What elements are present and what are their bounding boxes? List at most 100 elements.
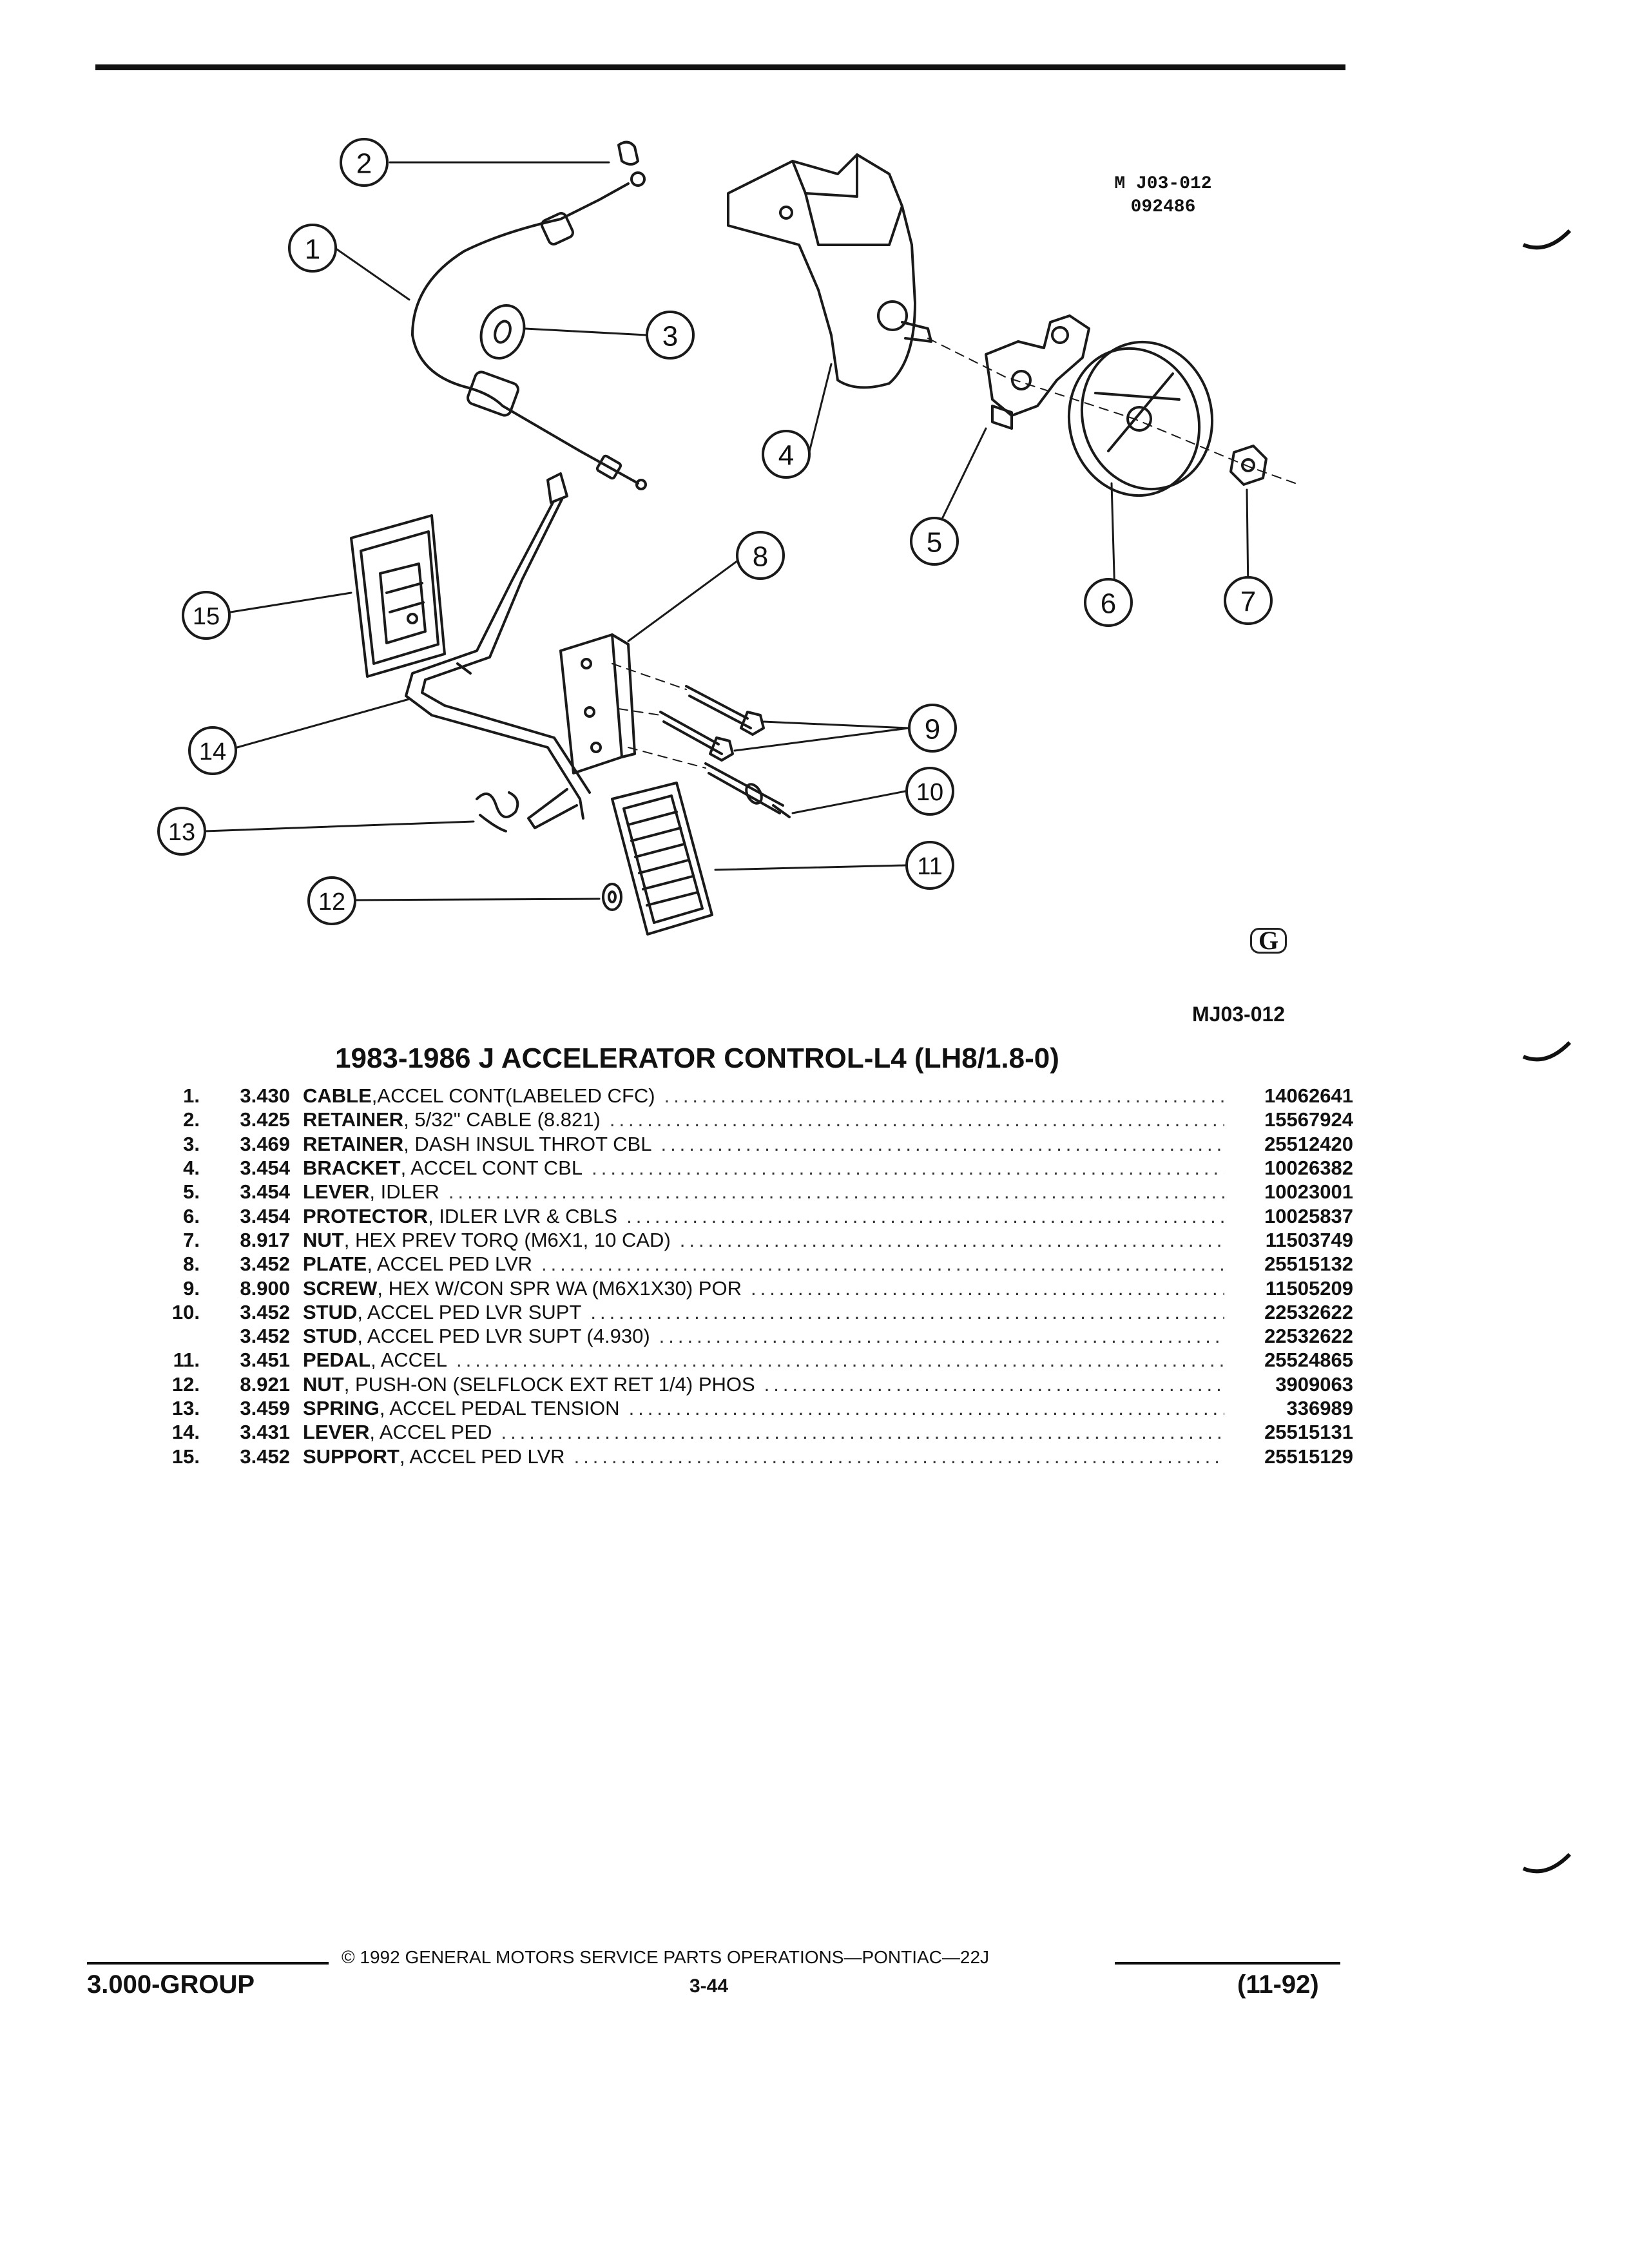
parts-row: 8. 3.452 PLATE , ACCEL PED LVR 25515132 <box>129 1252 1353 1276</box>
part-number: 3909063 <box>1275 1372 1353 1396</box>
dot-leader <box>610 1108 1224 1131</box>
pedal-illustration <box>611 782 713 936</box>
part-description: RETAINER , 5/32" CABLE (8.821) <box>303 1108 1224 1131</box>
part-name: LEVER <box>303 1180 370 1204</box>
part-number: 25524865 <box>1264 1349 1353 1372</box>
plate-illustration <box>559 633 636 774</box>
screws-illustration <box>659 685 765 762</box>
group-number: 8.917 <box>240 1228 290 1251</box>
parts-list-title: 1983-1986 J ACCELERATOR CONTROL-L4 (LH8/… <box>335 1043 1059 1074</box>
washer-illustration <box>479 304 526 360</box>
parts-diagram: 1 2 3 4 5 6 7 8 9 10 11 12 13 14 15 <box>157 138 1296 936</box>
callout-number: 14 <box>199 738 226 765</box>
hex-nut-illustration <box>1229 445 1268 486</box>
binder-mark <box>1522 1041 1572 1062</box>
part-name: PLATE <box>303 1253 367 1276</box>
part-detail: , HEX PREV TORQ (M6X1, 10 CAD) <box>343 1228 671 1251</box>
part-name: LEVER <box>303 1421 370 1444</box>
footer-copyright: © 1992 GENERAL MOTORS SERVICE PARTS OPER… <box>342 1947 990 1967</box>
part-description: BRACKET , ACCEL CONT CBL <box>303 1156 1224 1180</box>
gm-logo: G <box>1250 928 1287 954</box>
item-number: 12. <box>171 1372 200 1396</box>
part-number: 15567924 <box>1264 1108 1353 1131</box>
part-detail: , 5/32" CABLE (8.821) <box>403 1108 601 1131</box>
item-number: 6. <box>183 1204 200 1227</box>
part-number: 22532622 <box>1264 1325 1353 1348</box>
group-number: 8.921 <box>240 1372 290 1396</box>
group-number: 3.452 <box>240 1445 290 1468</box>
group-number: 3.454 <box>240 1180 290 1204</box>
callout-number: 13 <box>168 819 195 846</box>
protector-illustration <box>1067 340 1214 497</box>
part-number: 336989 <box>1286 1397 1353 1419</box>
part-detail: , ACCEL PED LVR <box>399 1445 565 1468</box>
part-detail: , ACCEL PEDAL TENSION <box>379 1397 620 1419</box>
part-description: PLATE , ACCEL PED LVR <box>303 1252 1224 1276</box>
part-number: 25515132 <box>1264 1253 1353 1276</box>
dot-leader <box>626 1204 1224 1228</box>
callout-number: 5 <box>927 527 942 559</box>
part-detail: , DASH INSUL THROT CBL <box>403 1132 652 1155</box>
callout-number: 4 <box>778 440 794 472</box>
dot-leader <box>664 1084 1224 1108</box>
part-number: 11503749 <box>1265 1228 1353 1251</box>
figure-code-date: 092486 <box>1130 197 1196 217</box>
push-on-nut-illustration <box>602 883 622 911</box>
part-description: NUT , HEX PREV TORQ (M6X1, 10 CAD) <box>303 1228 1224 1252</box>
footer-group: 3.000-GROUP <box>87 1970 255 1999</box>
dot-leader <box>501 1420 1224 1444</box>
part-name: RETAINER <box>303 1132 404 1155</box>
dot-leader <box>456 1348 1224 1372</box>
item-number: 13. <box>171 1397 200 1419</box>
item-number <box>129 1324 213 1348</box>
item-number: 8. <box>183 1253 200 1276</box>
dot-leader <box>541 1252 1224 1276</box>
callout-number: 15 <box>193 603 220 630</box>
dot-leader <box>574 1445 1224 1468</box>
group-number: 3.431 <box>240 1421 290 1444</box>
part-name: NUT <box>303 1372 344 1396</box>
part-description: CABLE ,ACCEL CONT(LABELED CFC) <box>303 1084 1224 1108</box>
dot-leader <box>660 1132 1224 1156</box>
revision-date: (11-92) <box>1237 1970 1319 1999</box>
part-number: 22532622 <box>1264 1300 1353 1323</box>
part-number: 10025837 <box>1264 1204 1353 1227</box>
group-number: 3.452 <box>240 1253 290 1276</box>
callout-circles <box>157 138 1273 925</box>
binder-mark <box>1522 229 1572 250</box>
center-lines <box>612 338 1296 769</box>
part-name: PEDAL <box>303 1349 371 1372</box>
group-number: 3.451 <box>240 1349 290 1372</box>
part-description: STUD , ACCEL PED LVR SUPT (4.930) <box>303 1324 1224 1348</box>
dot-leader <box>592 1156 1224 1180</box>
idler-lever-illustration <box>985 314 1090 430</box>
part-number: 14062641 <box>1264 1084 1353 1108</box>
group-number: 3.469 <box>240 1132 290 1155</box>
part-name: CABLE <box>303 1084 372 1108</box>
part-description: PROTECTOR , IDLER LVR & CBLS <box>303 1204 1224 1227</box>
part-description: NUT , PUSH-ON (SELFLOCK EXT RET 1/4) PHO… <box>303 1372 1224 1396</box>
item-number: 11. <box>173 1349 200 1372</box>
part-description: LEVER , IDLER <box>303 1180 1224 1204</box>
binder-mark <box>1522 1852 1572 1874</box>
part-name: SUPPORT <box>303 1445 400 1468</box>
item-number: 7. <box>183 1228 200 1251</box>
dot-leader <box>659 1324 1224 1348</box>
part-number: 25512420 <box>1264 1132 1353 1155</box>
part-detail: , ACCEL PED LVR SUPT <box>357 1300 582 1323</box>
page-number: 3-44 <box>689 1975 729 1997</box>
item-number: 9. <box>183 1276 200 1300</box>
group-number: 3.454 <box>240 1157 290 1180</box>
part-detail: , IDLER <box>369 1180 439 1204</box>
callout-number: 9 <box>925 714 940 745</box>
